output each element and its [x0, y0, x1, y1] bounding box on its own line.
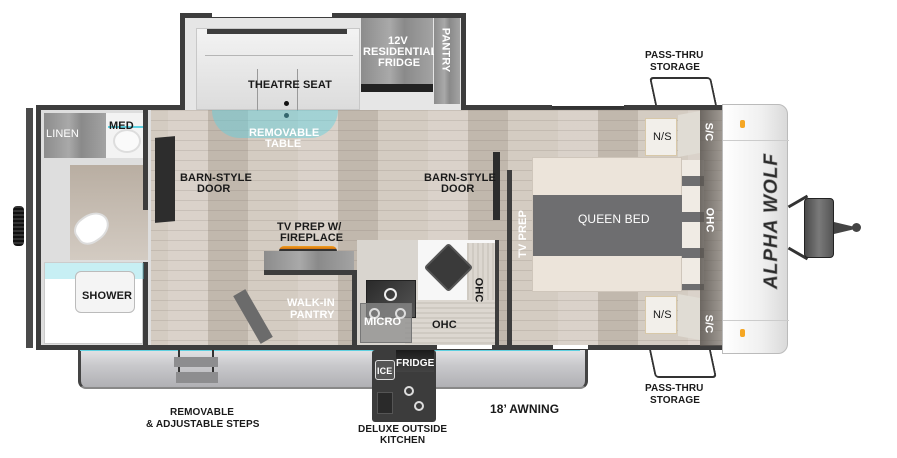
spare-tire-icon — [13, 206, 24, 246]
ice-chest-icon: ICE — [375, 360, 395, 380]
bath-wall — [143, 262, 148, 347]
bathroom-sink[interactable] — [106, 113, 148, 158]
slideout-window — [212, 13, 332, 17]
burner-icon — [369, 308, 380, 319]
wall-top-left — [36, 105, 186, 110]
wall-bottom — [36, 345, 724, 350]
microwave[interactable] — [360, 303, 412, 343]
ohc-bottom — [405, 300, 495, 344]
marker-light-icon — [740, 329, 745, 337]
barn-door-right-label-2: DOOR — [441, 183, 475, 195]
outside-kitchen[interactable]: ICE FRIDGE — [372, 350, 436, 422]
table-label-1: REMOVABLE — [249, 127, 320, 139]
tv-fireplace-label-2: FIREPLACE — [280, 232, 344, 244]
slideout-pantry-label: PANTRY — [439, 27, 452, 73]
queen-bed-label: QUEEN BED — [578, 212, 650, 226]
pass-thru-storage-bottom[interactable] — [649, 350, 717, 378]
front-wardrobe — [700, 110, 722, 346]
pass-thru-top-label-2: STORAGE — [650, 62, 700, 73]
walk-in-pantry-label-1: WALK-IN — [287, 297, 335, 309]
ohc-bed-label: OHC — [703, 207, 716, 233]
pass-thru-bottom-label-2: STORAGE — [650, 395, 700, 406]
shirt-closet-bottom[interactable] — [678, 294, 700, 340]
hitch-tongue — [834, 222, 854, 234]
tv-prep-label: TV PREP — [516, 210, 529, 258]
front-cap — [722, 104, 789, 354]
shirt-closet-top[interactable] — [678, 111, 700, 157]
med-label: MED — [109, 120, 134, 132]
theatre-seat-label: THEATRE SEAT — [248, 79, 332, 91]
outside-fridge — [396, 350, 434, 372]
linen-cabinet[interactable] — [44, 113, 106, 158]
nightstand-top[interactable] — [645, 118, 677, 156]
queen-bed[interactable] — [532, 157, 683, 292]
fireplace-icon — [279, 246, 337, 251]
outside-burner-icon — [404, 386, 414, 396]
pass-thru-top-label-1: PASS-THRU — [645, 50, 704, 61]
shower-label: SHOWER — [82, 290, 133, 302]
propane-tank-box — [804, 198, 834, 258]
kitchen-wall — [495, 240, 499, 347]
tv-cabinet — [264, 251, 354, 271]
window — [437, 345, 492, 349]
sc-top-label: S/C — [702, 122, 715, 142]
ns-bottom-label: N/S — [653, 309, 672, 321]
tv-fireplace-label-1: TV PREP W/ — [277, 221, 342, 233]
linen-label: LINEN — [46, 128, 79, 140]
rear-bumper — [26, 108, 33, 348]
barn-door-left[interactable] — [155, 136, 175, 223]
barn-door-right-label-1: BARN-STYLE — [424, 172, 496, 184]
walk-in-pantry-label-2: PANTRY — [290, 309, 335, 321]
fridge-label-2: RESIDENTIAL — [363, 46, 438, 58]
pass-thru-storage-top[interactable] — [649, 77, 717, 105]
removable-table[interactable] — [212, 110, 338, 138]
brand-logo: ALPHA WOLF — [760, 153, 783, 290]
toilet-area-floor — [70, 165, 148, 260]
pillows — [682, 160, 704, 290]
marker-light-icon — [740, 120, 745, 128]
bath-wall — [143, 110, 148, 210]
ns-top-label: N/S — [653, 131, 672, 143]
ohc-bottom-label: OHC — [432, 319, 457, 331]
outside-kitchen-label-1: DELUXE OUTSIDE — [358, 424, 448, 435]
awning — [78, 347, 588, 389]
pass-thru-bottom-label-1: PASS-THRU — [645, 383, 704, 394]
steps-label-1: REMOVABLE — [170, 407, 235, 418]
steps-label-2: & ADJUSTABLE STEPS — [146, 419, 260, 430]
burner-icon — [395, 308, 406, 319]
fridge-label-3: FRIDGE — [378, 57, 421, 69]
outside-fridge-label: FRIDGE — [396, 358, 435, 369]
fridge-label-1: 12V — [388, 35, 408, 47]
outside-burner-icon — [414, 401, 424, 411]
shower[interactable] — [44, 262, 144, 344]
theatre-seat[interactable] — [196, 28, 360, 118]
bed-runner — [533, 195, 683, 256]
table-label-2: TABLE — [265, 138, 302, 150]
hitch-ball-icon — [852, 223, 861, 232]
outside-sink-icon — [377, 392, 393, 414]
pantry-wall — [352, 270, 357, 347]
burner-icon — [384, 288, 397, 301]
micro-label: MICRO — [364, 316, 402, 328]
barn-door-left-label-1: BARN-STYLE — [180, 172, 252, 184]
outside-kitchen-label-2: KITCHEN — [380, 435, 426, 446]
tv-prep-wall — [507, 170, 512, 347]
barn-door-right[interactable] — [493, 152, 500, 220]
sc-bottom-label: S/C — [702, 314, 715, 334]
pantry-wall — [264, 270, 357, 275]
awning-label: 18’ AWNING — [490, 402, 560, 416]
ohc-side-label: OHC — [472, 277, 485, 303]
fridge-door-edge — [361, 84, 433, 92]
residential-fridge[interactable] — [361, 18, 433, 84]
barn-door-left-label-2: DOOR — [197, 183, 231, 195]
nightstand-bottom[interactable] — [645, 296, 677, 334]
wall-rear — [36, 105, 41, 350]
window — [553, 345, 588, 349]
window — [552, 104, 624, 109]
slideout-pantry[interactable] — [434, 18, 460, 104]
